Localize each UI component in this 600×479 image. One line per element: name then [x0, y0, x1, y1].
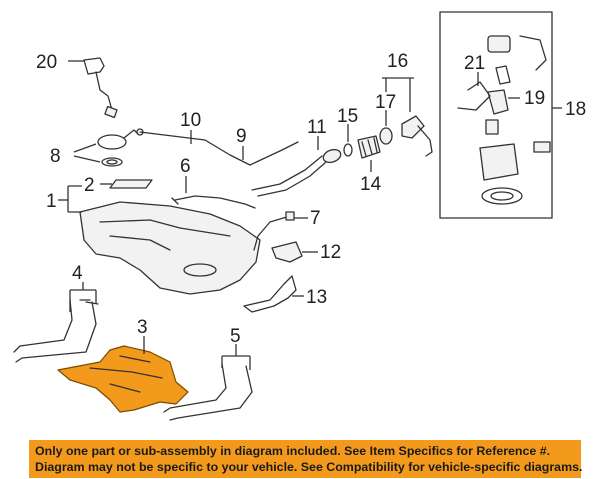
callout-16: 16 — [387, 51, 408, 72]
part-6-tube — [171, 195, 256, 209]
callout-13: 13 — [306, 287, 327, 308]
callout-6: 6 — [180, 156, 191, 177]
callout-12: 12 — [320, 242, 341, 263]
part-15-clamp — [343, 143, 353, 157]
part-1-fuel-tank — [79, 201, 261, 295]
part-11-filler-pipe — [251, 148, 342, 197]
part-pump-components — [457, 35, 551, 205]
part-2-pad — [109, 179, 153, 189]
notice-line-1: Only one part or sub-assembly in diagram… — [35, 444, 551, 458]
notice-line-2: Diagram may not be specific to your vehi… — [35, 460, 583, 474]
part-8-gaskets — [97, 129, 139, 167]
callout-3: 3 — [137, 317, 148, 338]
callout-18: 18 — [565, 99, 586, 120]
callout-19: 19 — [524, 88, 545, 109]
callout-10: 10 — [180, 110, 201, 131]
compatibility-notice: Only one part or sub-assembly in diagram… — [29, 440, 583, 478]
callout-5: 5 — [230, 326, 241, 347]
part-12-bracket — [271, 241, 303, 263]
callout-1: 1 — [46, 191, 57, 212]
part-5-straps — [163, 363, 253, 421]
callout-4: 4 — [72, 263, 83, 284]
part-16-cap — [401, 115, 433, 157]
callout-7: 7 — [310, 208, 321, 229]
part-14-hose — [357, 135, 381, 159]
parts-diagram: 20 8 10 9 6 2 11 15 — [13, 11, 586, 421]
callout-9: 9 — [236, 126, 247, 147]
callout-17: 17 — [375, 92, 396, 113]
callout-21: 21 — [464, 53, 485, 74]
part-20-sender-gauge — [83, 57, 118, 119]
part-7-hose — [253, 211, 295, 251]
part-18-pump-box — [439, 11, 562, 219]
part-4-straps — [13, 299, 99, 363]
callout-15: 15 — [337, 106, 358, 127]
part-13-bracket — [243, 275, 297, 313]
callout-2: 2 — [84, 175, 95, 196]
part-3-protector-highlight — [57, 345, 189, 413]
callout-14: 14 — [360, 174, 382, 195]
part-17-ring — [379, 127, 393, 145]
callout-20: 20 — [36, 52, 57, 73]
part-10-tube — [136, 128, 299, 166]
callout-8: 8 — [50, 146, 61, 167]
callout-11: 11 — [307, 117, 327, 138]
